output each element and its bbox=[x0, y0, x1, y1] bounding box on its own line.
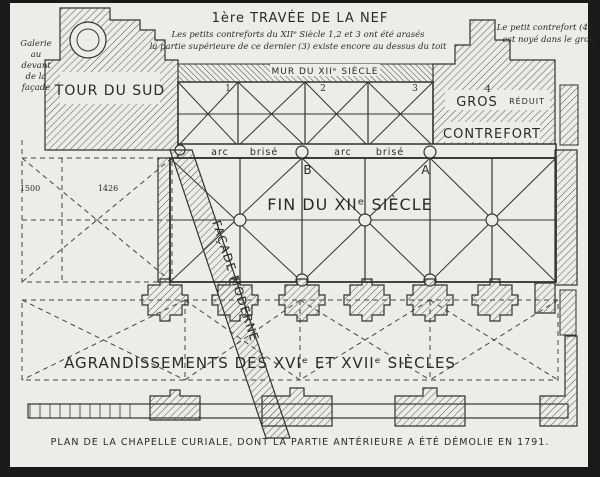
label-mur: MUR DU XIIᵉ SIÈCLE bbox=[272, 65, 379, 77]
label-n3: 3 bbox=[412, 84, 418, 94]
title-main: 1ère TRAVÉE DE LA NEF bbox=[212, 10, 389, 26]
label-contrefort: CONTREFORT bbox=[443, 127, 541, 142]
title-note-1: Les petits contreforts du XIIᵉ Siècle 1,… bbox=[171, 29, 426, 40]
facade-moderne bbox=[169, 149, 291, 439]
gros-contrefort bbox=[432, 19, 556, 151]
label-year-1500: 1500 bbox=[20, 184, 40, 193]
left-note: Galerie au devant de la façade bbox=[20, 39, 51, 93]
label-n2: 2 bbox=[320, 84, 326, 94]
label-tour-sud: TOUR DU SUD bbox=[54, 83, 165, 99]
label-n4: 4 bbox=[485, 85, 491, 95]
title-block: 1ère TRAVÉE DE LA NEF Les petits contref… bbox=[150, 10, 447, 52]
label-arc-2: arc bbox=[334, 147, 352, 158]
left-note-1: Galerie bbox=[20, 39, 51, 49]
label-point-a: A bbox=[421, 163, 430, 177]
pillars bbox=[141, 149, 578, 322]
label-gros: GROS bbox=[456, 95, 498, 110]
right-wall bbox=[559, 84, 579, 336]
label-n1: 1 bbox=[225, 84, 231, 94]
caption: PLAN DE LA CHAPELLE CURIALE, DONT LA PAR… bbox=[51, 436, 550, 448]
title-note-2: la partie supérieure de ce dernier (3) e… bbox=[150, 41, 447, 52]
label-agrandissements: AGRANDISSEMENTS DES XVIᵉ ET XVIIᵉ SIÈCLE… bbox=[64, 353, 456, 372]
label-year-1426: 1426 bbox=[98, 184, 118, 193]
right-note-2: est noyé dans le gros bbox=[502, 34, 594, 45]
label-fin-xii: FIN DU XIIᵉ SIÈCLE bbox=[267, 195, 432, 214]
left-note-3: devant bbox=[21, 61, 51, 71]
tour-du-sud bbox=[44, 7, 179, 151]
left-note-5: façade bbox=[21, 83, 51, 93]
label-arc-1: arc bbox=[211, 147, 229, 158]
arc-band bbox=[177, 143, 557, 159]
label-point-b: B bbox=[303, 163, 312, 177]
right-note: Le petit contrefort (4) est noyé dans le… bbox=[496, 22, 594, 45]
label-brise-2: brisé bbox=[376, 147, 404, 158]
right-note-1: Le petit contrefort (4) bbox=[496, 22, 591, 33]
label-reduit: RÉDUIT bbox=[509, 95, 545, 106]
left-note-2: au bbox=[31, 50, 42, 60]
label-brise-1: brisé bbox=[250, 147, 278, 158]
left-note-4: de la bbox=[26, 72, 47, 82]
